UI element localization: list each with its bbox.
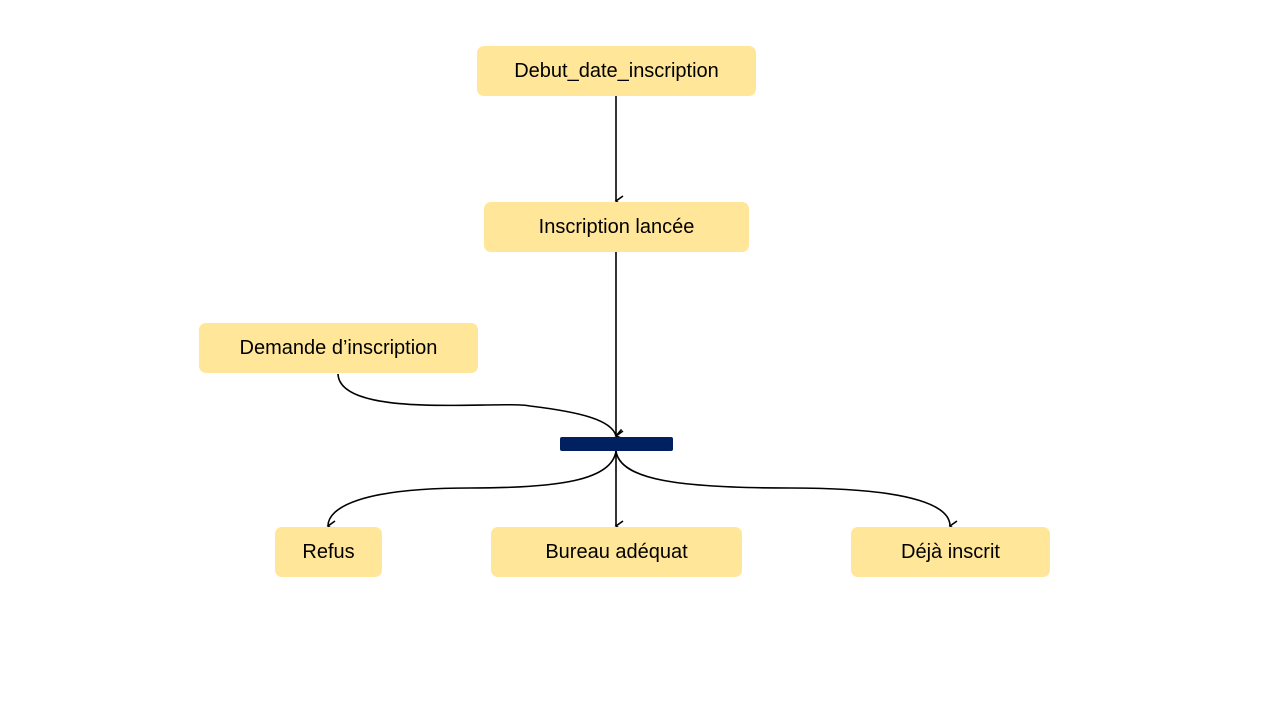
node-label: Refus	[302, 540, 355, 563]
join-bar	[560, 437, 673, 451]
edge-join-to-refus	[326, 450, 617, 532]
node-demande-inscription: Demande d’inscription	[199, 323, 478, 373]
edge-join-to-deja	[615, 450, 958, 532]
node-bureau-adequat: Bureau adéquat	[491, 527, 742, 577]
node-label: Debut_date_inscription	[514, 59, 719, 82]
node-deja-inscrit: Déjà inscrit	[851, 527, 1050, 577]
node-label: Inscription lancée	[538, 215, 695, 238]
node-label: Demande d’inscription	[239, 336, 438, 359]
node-debut-date-inscription: Debut_date_inscription	[477, 46, 756, 96]
node-label: Bureau adéquat	[545, 540, 688, 563]
node-refus: Refus	[275, 527, 382, 577]
node-inscription-lancee: Inscription lancée	[484, 202, 749, 252]
node-label: Déjà inscrit	[901, 540, 1000, 563]
edge-demande-to-join	[337, 373, 625, 440]
